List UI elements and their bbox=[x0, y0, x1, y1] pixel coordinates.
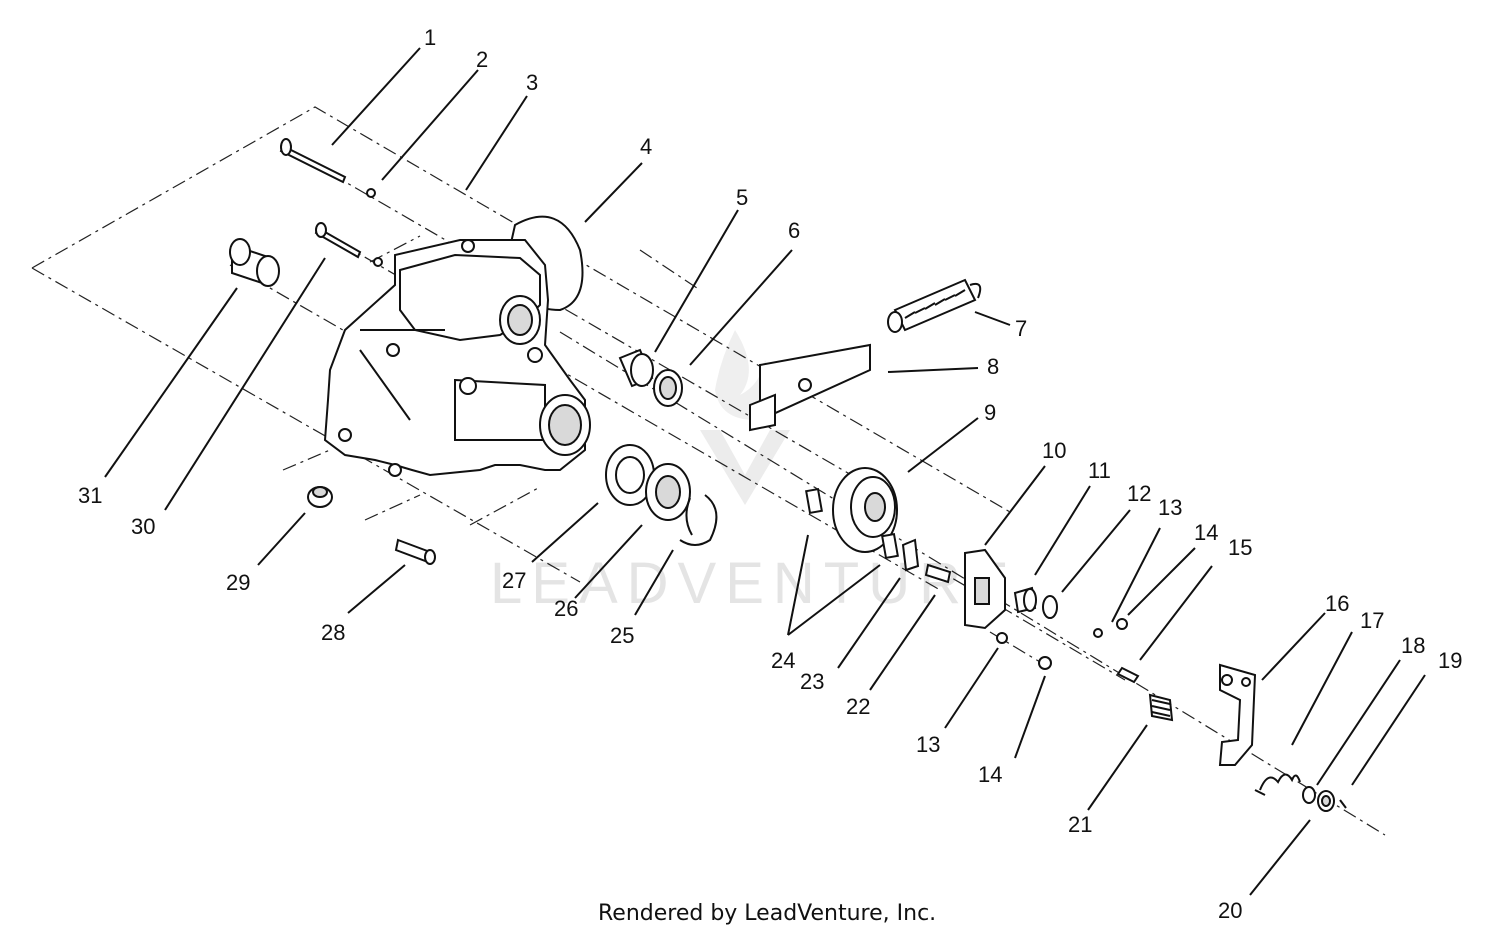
pin-part-19 bbox=[1339, 799, 1347, 809]
callout-2: 2 bbox=[476, 47, 488, 72]
callout-25: 25 bbox=[610, 623, 634, 648]
pulley-part-9 bbox=[832, 467, 898, 553]
assembly-lines bbox=[31, 106, 1386, 836]
bracket-part-8 bbox=[749, 343, 871, 432]
callout-19: 19 bbox=[1438, 648, 1462, 673]
callout-9: 9 bbox=[984, 400, 996, 425]
callout-5: 5 bbox=[736, 185, 748, 210]
key-part-23 bbox=[901, 538, 920, 572]
callout-4: 4 bbox=[640, 134, 652, 159]
bushing-part-11 bbox=[1013, 586, 1037, 614]
callout-16: 16 bbox=[1325, 591, 1349, 616]
washer-part-30 bbox=[373, 257, 383, 267]
credit-text: Rendered by LeadVenture, Inc. bbox=[598, 901, 936, 926]
snap-ring-part-25 bbox=[679, 494, 718, 546]
callout-26: 26 bbox=[554, 596, 578, 621]
callout-22: 22 bbox=[846, 694, 870, 719]
washer-part-13-upper bbox=[1093, 628, 1103, 638]
spring-part-21 bbox=[1148, 693, 1174, 722]
callout-24: 24 bbox=[771, 648, 795, 673]
callout-14: 14 bbox=[1194, 520, 1218, 545]
callout-28: 28 bbox=[321, 620, 345, 645]
nut-part-14-lower bbox=[1038, 656, 1052, 670]
plug-part-29 bbox=[307, 486, 333, 508]
pin-part-15 bbox=[1116, 666, 1140, 684]
callout-23: 23 bbox=[800, 669, 824, 694]
callout-21: 21 bbox=[1068, 812, 1092, 837]
key-part-24b bbox=[881, 532, 899, 560]
block-part-10 bbox=[964, 548, 1006, 630]
callout-10: 10 bbox=[1042, 438, 1066, 463]
callout-8: 8 bbox=[987, 354, 999, 379]
screw-part-22 bbox=[924, 563, 952, 584]
bolt-part-1 bbox=[279, 138, 347, 184]
bolt-part-30 bbox=[314, 222, 362, 259]
callout-12: 12 bbox=[1127, 481, 1151, 506]
callouts: 1 2 3 4 5 6 7 8 9 10 11 12 13 14 15 16 1… bbox=[78, 25, 1462, 923]
gear-part-20 bbox=[1317, 790, 1335, 812]
lever-part-16 bbox=[1218, 663, 1257, 766]
parts bbox=[229, 138, 1347, 812]
callout-29: 29 bbox=[226, 570, 250, 595]
bearing-part-5 bbox=[618, 348, 654, 388]
washer-part-2 bbox=[366, 188, 376, 198]
callout-3: 3 bbox=[526, 70, 538, 95]
bolt-part-28 bbox=[394, 538, 436, 565]
washer-part-12 bbox=[1042, 595, 1058, 619]
callout-1: 1 bbox=[424, 25, 436, 50]
housing-part bbox=[323, 239, 591, 477]
callout-31: 31 bbox=[78, 483, 102, 508]
callout-15: 15 bbox=[1228, 535, 1252, 560]
key-part-24a bbox=[805, 487, 823, 515]
leader-lines bbox=[104, 47, 1426, 896]
callout-20: 20 bbox=[1218, 898, 1242, 923]
watermark-text: LEADVENTURE bbox=[490, 551, 1018, 616]
watermark: LEADVENTURE bbox=[490, 330, 1018, 616]
callout-17: 17 bbox=[1360, 608, 1384, 633]
callout-18: 18 bbox=[1401, 633, 1425, 658]
spring-part-17 bbox=[1254, 773, 1301, 796]
callout-13-lower: 13 bbox=[916, 732, 940, 757]
seal-part-6 bbox=[653, 369, 683, 407]
callout-14-lower: 14 bbox=[978, 762, 1002, 787]
nut-part-14-upper bbox=[1116, 618, 1128, 630]
callout-30: 30 bbox=[131, 514, 155, 539]
spring-part-7 bbox=[887, 278, 982, 333]
callout-11: 11 bbox=[1088, 458, 1111, 483]
callout-7: 7 bbox=[1015, 316, 1027, 341]
bushing-part-31 bbox=[229, 238, 280, 287]
seal-part-26 bbox=[645, 463, 691, 521]
washer-part-13-lower bbox=[996, 632, 1008, 644]
callout-27: 27 bbox=[502, 568, 526, 593]
washer-part-18 bbox=[1302, 786, 1316, 804]
callout-6: 6 bbox=[788, 218, 800, 243]
callout-13: 13 bbox=[1158, 495, 1182, 520]
bearing-part-27 bbox=[605, 444, 655, 506]
